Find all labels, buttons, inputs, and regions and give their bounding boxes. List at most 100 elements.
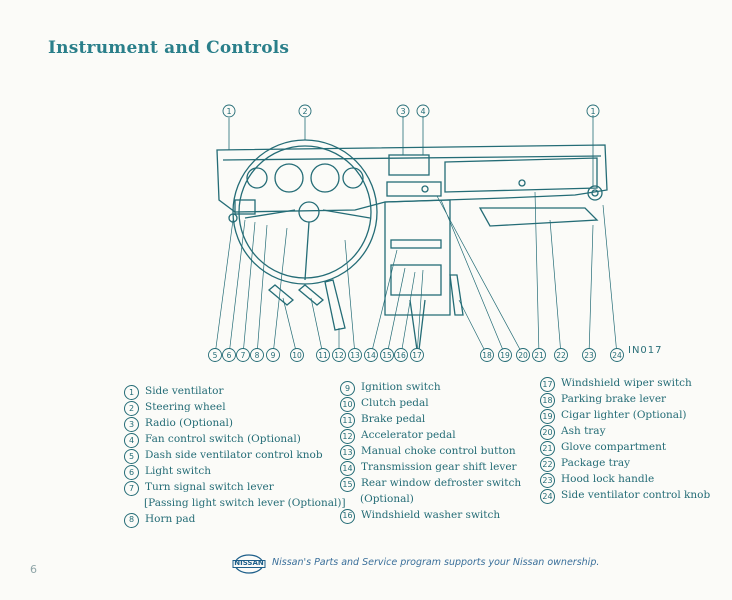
- legend-text: Glove compartment: [561, 441, 667, 453]
- legend-number: 15: [340, 477, 355, 492]
- legend-number: 7: [124, 481, 139, 496]
- callout-bottom: 15: [380, 348, 394, 362]
- gauge-left: [246, 167, 268, 189]
- callout-top: 1: [586, 104, 600, 118]
- legend-text: Accelerator pedal: [361, 429, 456, 441]
- callout-number: 13: [350, 351, 360, 360]
- legend-number: 20: [540, 425, 555, 440]
- callout-bottom: 13: [348, 348, 362, 362]
- callout-number: 3: [400, 107, 405, 116]
- callout-bottom: 16: [394, 348, 408, 362]
- legend-item: 22 Package tray: [540, 456, 710, 472]
- callout-bottom: 11: [316, 348, 330, 362]
- callout-number: 16: [396, 351, 406, 360]
- legend-item: 13 Manual choke control button: [340, 444, 521, 460]
- callout-number: 24: [612, 351, 622, 360]
- gauge-right: [342, 167, 364, 189]
- callout-bottom: 14: [364, 348, 378, 362]
- nissan-logo: NISSAN: [232, 554, 266, 574]
- legend-number: 6: [124, 465, 139, 480]
- footer-slogan: Nissan's Parts and Service program suppo…: [272, 557, 600, 568]
- callout-bottom: 5: [208, 348, 222, 362]
- legend-item: 1 Side ventilator: [124, 384, 346, 400]
- legend-text: Ash tray: [561, 425, 606, 437]
- gauge-speedo: [310, 163, 340, 193]
- callout-number: 15: [382, 351, 392, 360]
- callout-top: 3: [396, 104, 410, 118]
- legend-number: 18: [540, 393, 555, 408]
- legend-item: 15 Rear window defroster switch: [340, 476, 521, 492]
- legend-text: Clutch pedal: [361, 397, 429, 409]
- callout-bottom: 9: [266, 348, 280, 362]
- legend-text: Package tray: [561, 457, 631, 469]
- gear-shift-area: [390, 264, 442, 296]
- callout-bottom: 20: [516, 348, 530, 362]
- fan-control: [386, 181, 442, 197]
- legend-number: 1: [124, 385, 139, 400]
- legend-number: 19: [540, 409, 555, 424]
- legend-text: Fan control switch (Optional): [145, 433, 301, 445]
- page-number: 6: [30, 563, 37, 576]
- legend-text: Manual choke control button: [361, 445, 516, 457]
- callout-bottom: 6: [222, 348, 236, 362]
- logo-text: NISSAN: [234, 559, 264, 567]
- legend-text: Side ventilator: [145, 385, 224, 397]
- callout-number: 9: [271, 351, 276, 360]
- callout-bottom: 7: [236, 348, 250, 362]
- callout-number: 11: [318, 351, 328, 360]
- callout-number: 21: [534, 351, 544, 360]
- package-tray: [478, 207, 599, 227]
- callout-number: 10: [292, 351, 302, 360]
- footer: 6 NISSAN Nissan's Parts and Service prog…: [0, 548, 732, 578]
- legend-text: Rear window defroster switch: [361, 477, 522, 489]
- legend-number: 8: [124, 512, 139, 528]
- legend-item: 3 Radio (Optional): [124, 416, 346, 432]
- horn-pad: [298, 201, 320, 223]
- legend-number: 23: [540, 473, 555, 488]
- callout-number: 12: [334, 351, 344, 360]
- legend-text: Windshield wiper switch: [561, 377, 692, 389]
- legend-text: Windshield washer switch: [361, 508, 501, 521]
- callout-number: 4: [420, 107, 425, 116]
- callout-number: 1: [226, 107, 231, 116]
- legend-number: 14: [340, 461, 355, 476]
- legend-number: 3: [124, 417, 139, 432]
- callout-bottom: 23: [582, 348, 596, 362]
- callout-number: 7: [241, 351, 246, 360]
- accelerator-pedal: [324, 279, 346, 331]
- legend-number: 13: [340, 445, 355, 460]
- legend-text: Brake pedal: [361, 413, 426, 425]
- callout-bottom: 8: [250, 348, 264, 362]
- legend-number: 10: [340, 397, 355, 412]
- callout-number: 14: [366, 351, 376, 360]
- legend-number: 5: [124, 449, 139, 464]
- callout-number: 8: [255, 351, 260, 360]
- callout-bottom: 12: [332, 348, 346, 362]
- legend-item: 10 Clutch pedal: [340, 396, 521, 412]
- legend-text: Side ventilator control knob: [561, 489, 711, 501]
- callout-number: 19: [500, 351, 510, 360]
- side-ventilator-right: [587, 185, 603, 201]
- diagram-code: IN017: [628, 345, 663, 356]
- brake-pedal: [297, 284, 325, 306]
- legend-text: Radio (Optional): [145, 417, 233, 429]
- legend-text-continuation: (Optional): [360, 493, 414, 505]
- parking-brake: [449, 274, 464, 316]
- legend-number: 22: [540, 457, 555, 472]
- callout-top: 2: [298, 104, 312, 118]
- callout-bottom: 17: [410, 348, 424, 362]
